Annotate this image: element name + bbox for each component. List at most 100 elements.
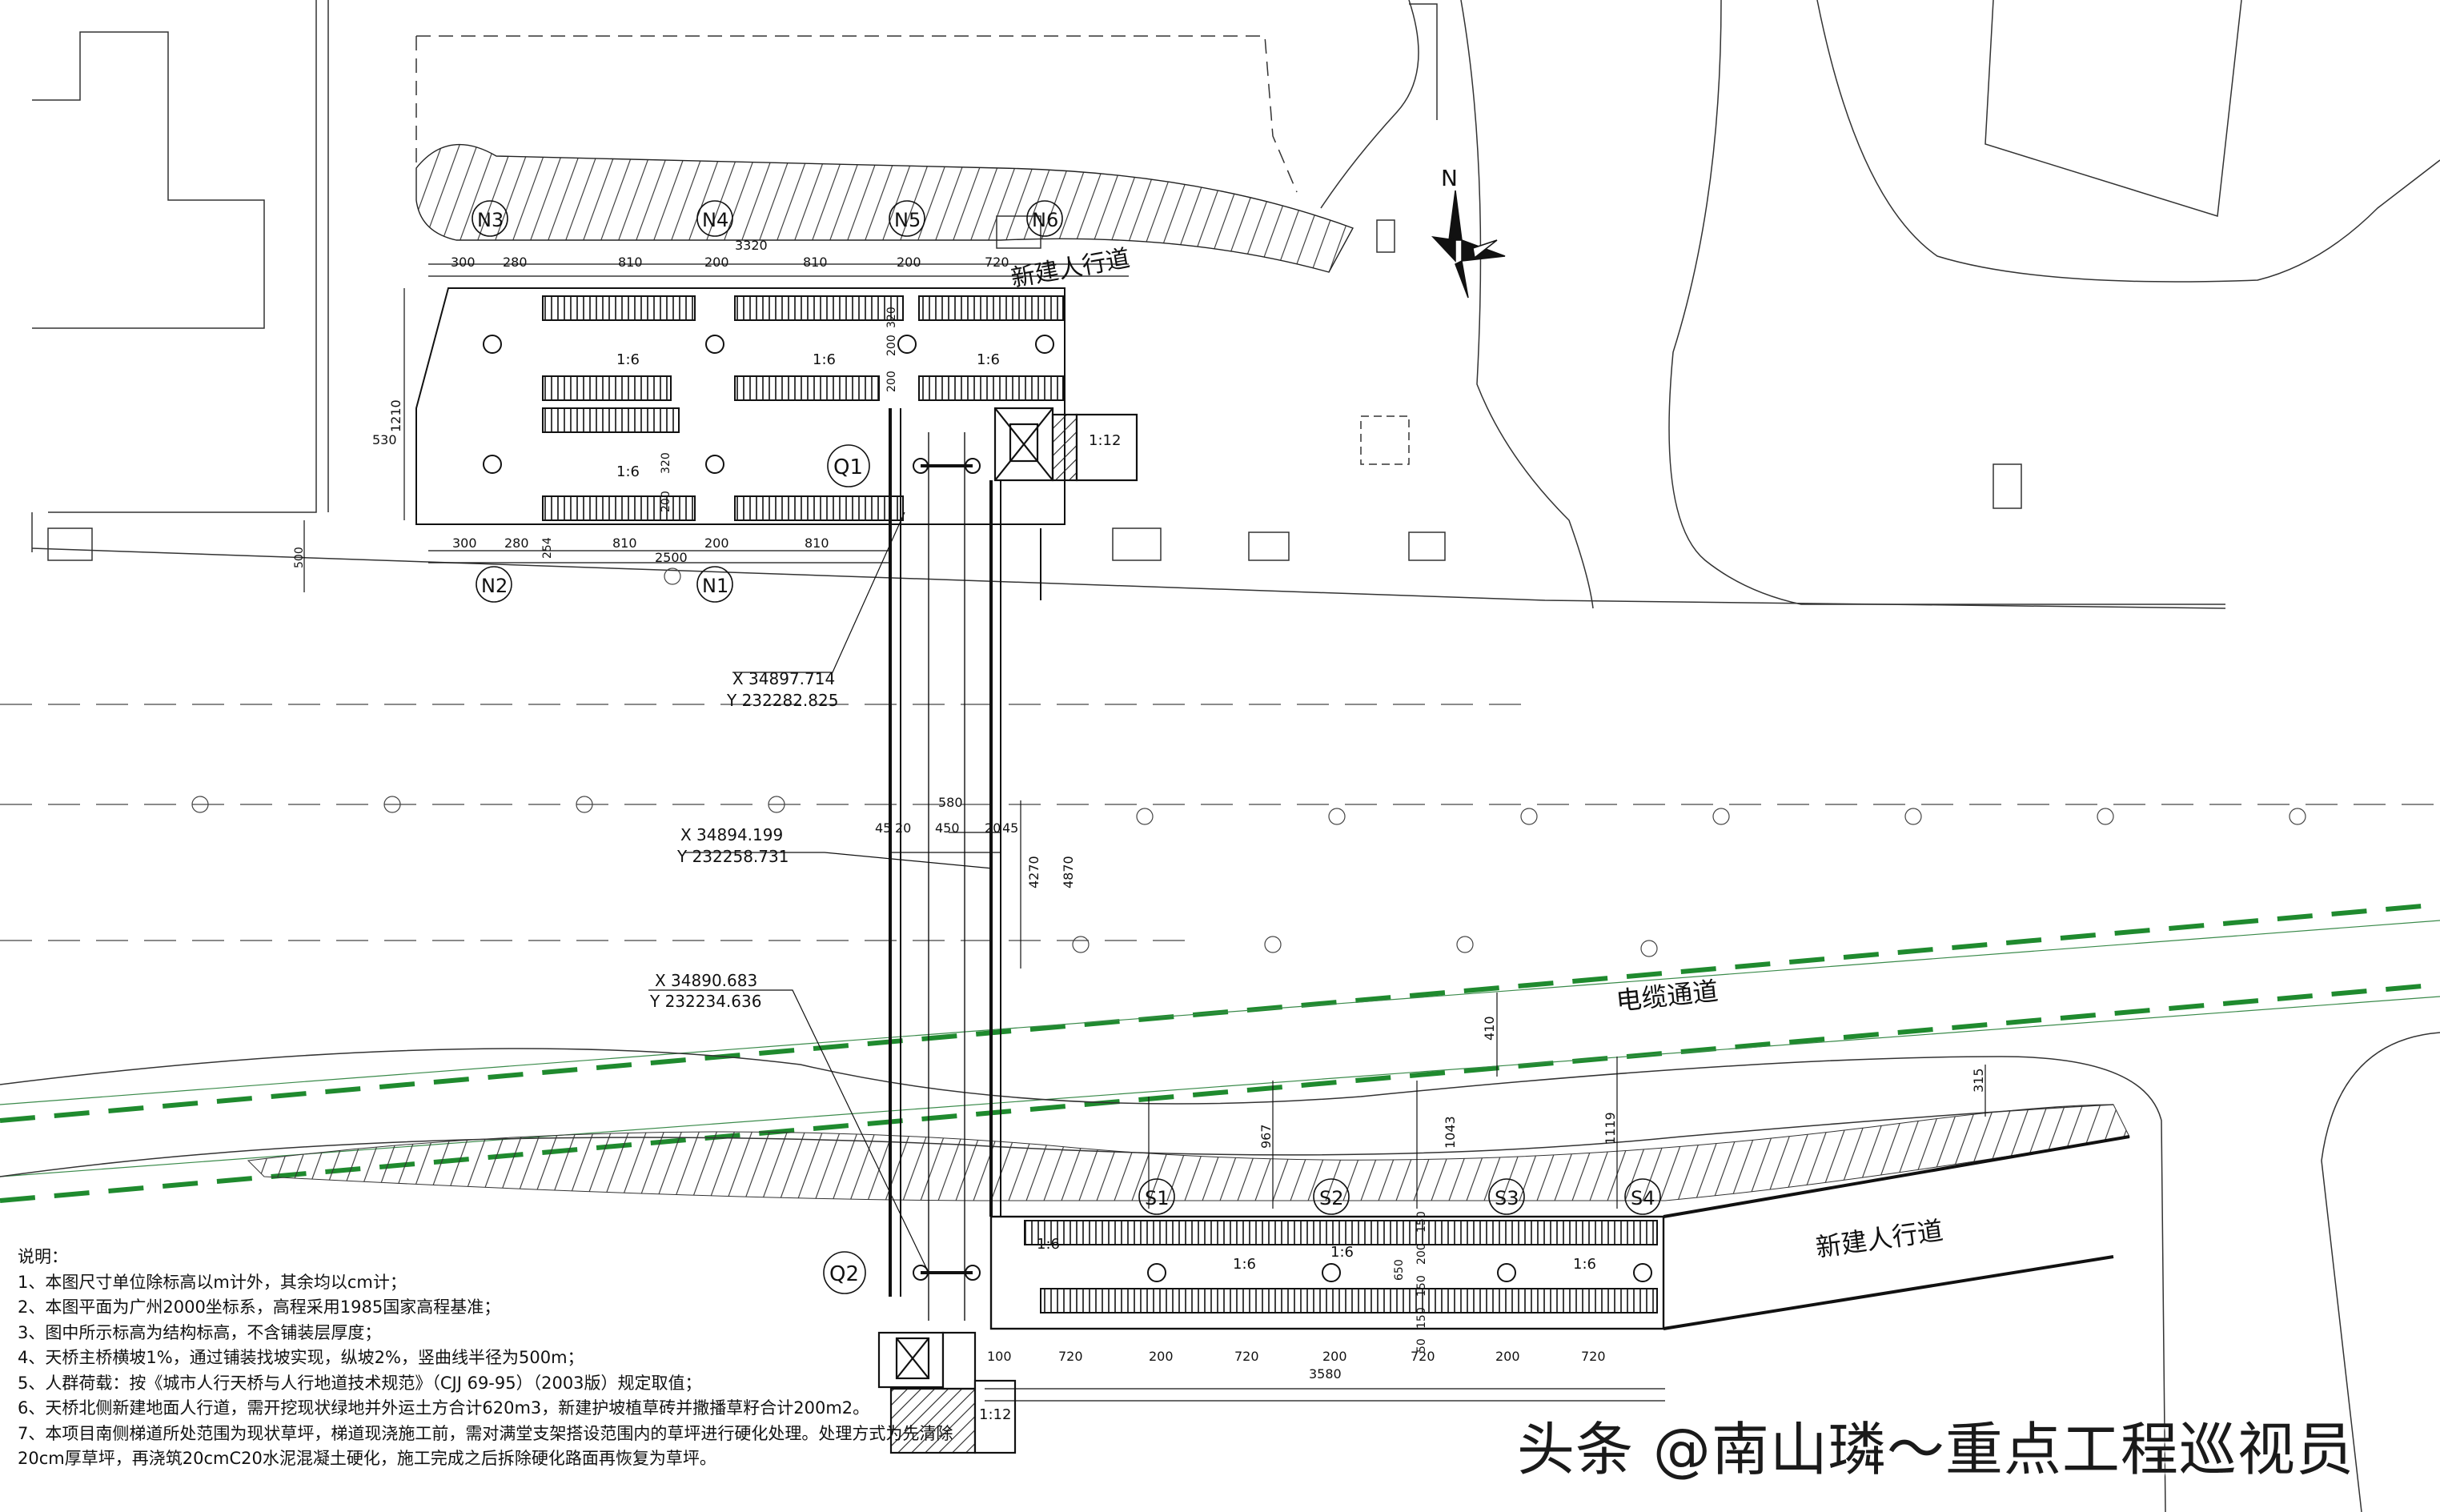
pier-n1: N1: [702, 575, 728, 597]
road-lane-lines: [0, 568, 2440, 957]
dim-label: 720: [1411, 1349, 1435, 1364]
dim-label: 200: [885, 371, 898, 392]
dim-label: 300: [452, 535, 477, 551]
pier-n4: N4: [702, 209, 728, 231]
coord-x: X 34890.683: [655, 971, 757, 990]
dim-label: 200: [1322, 1349, 1347, 1364]
dim-label: 200: [897, 255, 921, 270]
text-labels: N 新建人行道 新建人行道 电缆通道 N3 N4 N5 N6 N2 N1 Q1 …: [293, 165, 1986, 1423]
note-item: 20cm厚草坪，再浇筑20cmC20水泥混凝土硬化，施工完成之后拆除硬化路面再恢…: [18, 1449, 716, 1468]
slope-label: 1:6: [1330, 1244, 1354, 1261]
dim-label: 200: [1495, 1349, 1520, 1364]
dim-label: 200: [660, 491, 672, 512]
note-item: 7、本项目南侧梯道所处范围为现状草坪，梯道现浇施工前，需对满堂支架搭设范围内的草…: [18, 1423, 953, 1443]
dim-label: 1043: [1443, 1116, 1458, 1149]
dim-label: 45: [1002, 820, 1018, 836]
dim-label: 320: [885, 307, 898, 328]
watermark: 头条 @南山璘～重点工程巡视员: [1517, 1416, 2354, 1483]
note-item: 6、天桥北侧新建地面人行道，需开挖现状绿地并外运土方合计620m3，新建护坡植草…: [18, 1398, 870, 1418]
slope-label: 1:6: [1233, 1256, 1256, 1273]
dim-label: 150: [1415, 1275, 1428, 1297]
pier-q1: Q1: [833, 455, 863, 479]
pier-n5: N5: [894, 209, 921, 231]
walkway-south-label: 新建人行道: [1814, 1215, 1945, 1263]
dim-label: 20: [895, 820, 911, 836]
slope-label: 1:6: [1573, 1256, 1596, 1273]
dim-label: 650: [1393, 1259, 1406, 1281]
slope-label: 1:6: [616, 351, 640, 368]
dim-label: 810: [805, 535, 829, 551]
pier-s1: S1: [1145, 1187, 1170, 1209]
dim-label: 300: [451, 255, 476, 270]
pier-q2: Q2: [829, 1262, 859, 1286]
dim-label: 280: [504, 535, 529, 551]
pier-labels: [472, 200, 1661, 1294]
dim-label: 530: [372, 432, 397, 447]
lift-slope-label: 1:12: [1089, 432, 1121, 449]
dim-label: 20: [985, 820, 1001, 836]
dim-label: 254: [541, 537, 554, 559]
pier-s3: S3: [1495, 1187, 1519, 1209]
dim-label: 810: [618, 255, 643, 270]
dim-label: 2500: [655, 550, 688, 565]
dim-label: 720: [1058, 1349, 1083, 1364]
dim-label: 100: [987, 1349, 1012, 1364]
dim-label: 1119: [1603, 1112, 1618, 1145]
dim-label: 720: [1234, 1349, 1259, 1364]
walkway-north-label: 新建人行道: [1009, 244, 1132, 293]
dim-label: 4270: [1026, 856, 1041, 888]
dim-label: 410: [1482, 1016, 1497, 1041]
note-item: 2、本图平面为广州2000坐标系，高程采用1985国家高程基准；: [18, 1297, 501, 1317]
notes-title: 说明：: [18, 1247, 68, 1266]
slope-label: 1:6: [1037, 1236, 1060, 1253]
context-lines: [31, 0, 2440, 609]
pier-s2: S2: [1319, 1187, 1344, 1209]
dim-label: 45: [875, 820, 891, 836]
coord-x: X 34894.199: [680, 825, 783, 844]
south-slope-hatch: [247, 1104, 2130, 1201]
slope-label: 1:6: [813, 351, 836, 368]
pier-n2: N2: [481, 575, 508, 597]
dim-label: 150: [1415, 1307, 1428, 1329]
pier-s4: S4: [1631, 1187, 1655, 1209]
dim-label: 810: [803, 255, 828, 270]
south-stair: [989, 1135, 2130, 1330]
dim-label: 320: [660, 452, 672, 474]
note-item: 1、本图尺寸单位除标高以m计外，其余均以cm计；: [18, 1272, 407, 1292]
dim-label: 200: [1415, 1243, 1428, 1265]
dimension-lines: [303, 263, 1986, 1402]
dim-label: 500: [293, 547, 306, 568]
coord-y: Y 232258.731: [676, 847, 789, 866]
coord-y: Y 232234.636: [649, 992, 761, 1011]
dim-label: 450: [935, 820, 960, 836]
dim-label: 50: [1415, 1338, 1428, 1353]
note-item: 5、人群荷载：按《城市人行天桥与人行地道技术规范》（CJJ 69-95）（200…: [18, 1373, 702, 1393]
north-stair-platform: [415, 287, 1065, 525]
dim-label: 200: [704, 255, 729, 270]
dim-label: 4870: [1061, 856, 1076, 888]
dim-label: 720: [1581, 1349, 1606, 1364]
coord-y: Y 232282.825: [726, 691, 838, 710]
design-notes: 说明： 1、本图尺寸单位除标高以m计外，其余均以cm计； 2、本图平面为广州20…: [18, 1245, 953, 1472]
dim-label: 967: [1258, 1124, 1274, 1149]
dim-label: 200: [885, 335, 898, 356]
dim-label: 1210: [388, 399, 403, 432]
dim-label: 810: [612, 535, 637, 551]
coord-x: X 34897.714: [732, 669, 835, 688]
note-item: 4、天桥主桥横坡1%，通过铺装找坡实现，纵坡2%，竖曲线半径为500m；: [18, 1348, 584, 1367]
dim-label: 150: [1415, 1211, 1428, 1233]
leader-lines: [648, 511, 993, 1273]
dim-label: 200: [1149, 1349, 1174, 1364]
north-arrow-label: N: [1441, 165, 1458, 191]
compass-icon: [1431, 190, 1506, 299]
dim-label: 315: [1971, 1068, 1986, 1093]
dim-label: 3320: [735, 238, 768, 253]
pier-n3: N3: [477, 209, 504, 231]
dim-label: 580: [938, 795, 963, 810]
dim-label: 280: [503, 255, 528, 270]
south-embankment: [0, 1032, 2440, 1512]
pier-n6: N6: [1032, 209, 1058, 231]
north-slope-hatch: [415, 143, 1354, 273]
north-lift: [993, 407, 1138, 482]
